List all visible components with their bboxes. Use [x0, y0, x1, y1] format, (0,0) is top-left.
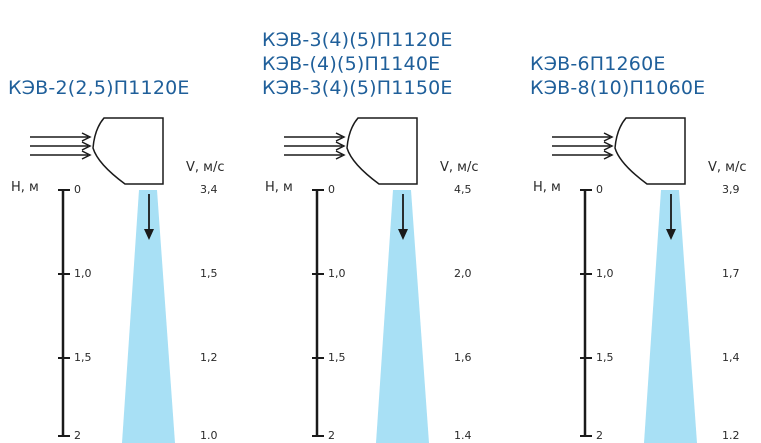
height-axis-label: H, м	[533, 180, 561, 195]
height-tick-label: 1,0	[74, 267, 92, 280]
height-tick-label: 2	[328, 429, 335, 442]
velocity-value-label: 1.4	[454, 429, 472, 442]
velocity-axis-label: V, м/с	[186, 160, 225, 175]
height-axis-label: H, м	[265, 180, 293, 195]
airflow-svg	[284, 117, 429, 443]
model-title: КЭВ-3(4)(5)П1150Е	[262, 77, 453, 99]
height-tick-label: 0	[328, 183, 335, 196]
intake-arrowhead	[335, 132, 346, 142]
intake-arrowhead	[81, 132, 92, 142]
intake-arrowhead	[81, 141, 92, 151]
velocity-value-label: 4,5	[454, 183, 472, 196]
height-tick-label: 1,0	[596, 267, 614, 280]
velocity-value-label: 1,7	[722, 267, 740, 280]
down-arrowhead	[144, 229, 154, 240]
height-tick-label: 1,0	[328, 267, 346, 280]
height-tick-label: 1,5	[596, 351, 614, 364]
intake-arrowhead	[335, 150, 346, 160]
down-arrowhead	[398, 229, 408, 240]
height-tick-label: 1,5	[74, 351, 92, 364]
velocity-value-label: 1.0	[200, 429, 218, 442]
air-curtain-unit	[92, 117, 164, 185]
velocity-value-label: 3,4	[200, 183, 218, 196]
model-panel-1: КЭВ-2(2,5)П1120Е H, м V, м/с 0 1,0 1,5 2 3,4 1,5…	[8, 0, 262, 443]
height-tick-label: 0	[596, 183, 603, 196]
intake-arrowhead	[335, 141, 346, 151]
model-title: КЭВ-3(4)(5)П1120Е	[262, 29, 453, 51]
model-title: КЭВ-(4)(5)П1140Е	[262, 53, 441, 75]
airflow-svg	[552, 117, 697, 443]
velocity-value-label: 1,4	[722, 351, 740, 364]
velocity-value-label: 1.2	[722, 429, 740, 442]
intake-arrowhead	[603, 150, 614, 160]
airflow-svg	[30, 117, 175, 443]
height-tick-label: 2	[74, 429, 81, 442]
height-tick-label: 0	[74, 183, 81, 196]
velocity-value-label: 2,0	[454, 267, 472, 280]
model-title: КЭВ-8(10)П1060Е	[530, 77, 706, 99]
velocity-value-label: 3,9	[722, 183, 740, 196]
model-title-group: КЭВ-2(2,5)П1120Е	[8, 76, 190, 100]
air-curtain-unit	[614, 117, 686, 185]
model-title: КЭВ-2(2,5)П1120Е	[8, 77, 190, 99]
airflow-cone	[644, 190, 697, 443]
velocity-value-label: 1,5	[200, 267, 218, 280]
model-title: КЭВ-6П1260Е	[530, 53, 666, 75]
air-curtain-unit	[346, 117, 418, 185]
intake-arrowhead	[603, 141, 614, 151]
airflow-cone	[376, 190, 429, 443]
intake-arrowhead	[81, 150, 92, 160]
height-tick-label: 1,5	[328, 351, 346, 364]
velocity-axis-label: V, м/с	[708, 160, 747, 175]
velocity-axis-label: V, м/с	[440, 160, 479, 175]
down-arrowhead	[666, 229, 676, 240]
height-tick-label: 2	[596, 429, 603, 442]
intake-arrowhead	[603, 132, 614, 142]
velocity-value-label: 1,2	[200, 351, 218, 364]
airflow-cone	[122, 190, 175, 443]
height-axis-label: H, м	[11, 180, 39, 195]
velocity-value-label: 1,6	[454, 351, 472, 364]
